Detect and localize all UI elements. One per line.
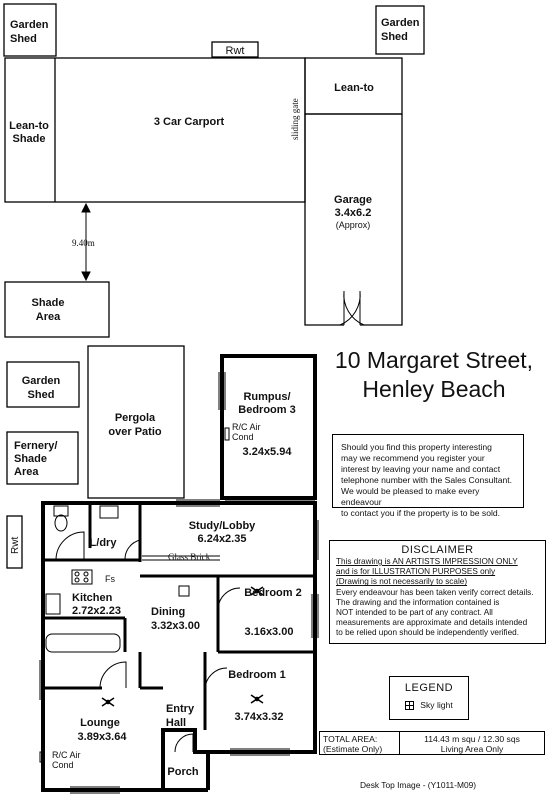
fan-bedroom1-icon: [250, 694, 264, 704]
disclaimer-line: This drawing is AN ARTISTS IMPRESSION ON…: [336, 557, 518, 566]
fs-label: Fs: [105, 574, 115, 584]
fan-lounge-icon: [101, 697, 115, 707]
house-outline: [41, 501, 317, 792]
address-line-2: Henley Beach: [362, 376, 506, 402]
total-area-box: TOTAL AREA: (Estimate Only) 114.43 m squ…: [319, 731, 545, 755]
rwt-side-outline: [6, 515, 23, 569]
property-address: 10 Margaret Street, Henley Beach: [318, 346, 550, 404]
disclaimer-line: to be relied upon should be independentl…: [336, 628, 519, 638]
garden-shed-right-outline: [375, 5, 425, 55]
lean-to-label: Lean-to: [334, 82, 374, 94]
info-line: interest by leaving your name and contac…: [341, 464, 501, 474]
info-line: We would be pleased to make every endeav…: [341, 486, 480, 507]
rc-air-rumpus-unit: [224, 427, 230, 441]
disclaimer-line: Every endeavour has been taken verify co…: [336, 587, 534, 597]
carport-label: 3 Car Carport: [154, 116, 225, 128]
sliding-gate-label: sliding gate: [290, 98, 300, 140]
fan-bedroom2-icon: [250, 586, 264, 596]
rc-air-lounge-unit: [39, 751, 45, 763]
address-line-1: 10 Margaret Street,: [334, 347, 534, 373]
info-line: may we recommend you register your: [341, 453, 485, 463]
skylight-icon: [405, 700, 415, 710]
total-label-line: (Estimate Only): [323, 744, 383, 754]
glass-brick-label: Glass Brick: [168, 552, 211, 562]
pergola-outline: [87, 345, 185, 499]
total-label-line: TOTAL AREA:: [323, 734, 378, 744]
rwt-top-label: Rwt: [226, 45, 245, 57]
carport-outline: [4, 57, 306, 203]
disclaimer-box: DISCLAIMER This drawing is AN ARTISTS IM…: [329, 540, 546, 644]
distance-label: 9.40m: [72, 238, 95, 248]
skylight-dining: [178, 585, 190, 597]
legend-box: LEGEND Sky light: [389, 676, 469, 720]
garage-outline: [304, 114, 403, 326]
total-value-line: 114.43 m squ / 12.30 sqs: [424, 734, 520, 744]
image-credit: Desk Top Image - (Y1011-M09): [360, 780, 477, 790]
legend-item-label: Sky light: [420, 700, 453, 710]
laundry-label: L/dry: [90, 537, 118, 549]
rwt-top-outline: [211, 41, 259, 58]
total-area-value: 114.43 m squ / 12.30 sqs Living Area Onl…: [400, 732, 544, 754]
legend-title: LEGEND: [404, 682, 454, 694]
bath: [45, 633, 121, 653]
info-line: telephone number with the Sales Consulta…: [341, 475, 513, 485]
rwt-side-label: Rwt: [10, 537, 21, 554]
total-area-label: TOTAL AREA: (Estimate Only): [320, 732, 400, 754]
stove: [71, 569, 93, 585]
interest-info-box: Should you find this property interestin…: [332, 434, 524, 518]
disclaimer-line: NOT intended to be part of any contract.…: [336, 608, 493, 618]
laundry-tub: [99, 505, 119, 519]
fernery-outline: [6, 431, 79, 485]
porch-label: Porch: [167, 766, 198, 778]
disclaimer-line: and is for ILLUSTRATION PURPOSES only: [336, 567, 496, 577]
garden-shed-left-outline: [3, 3, 57, 57]
kitchen-sink: [45, 593, 61, 615]
rumpus-outline: [220, 354, 317, 500]
toilet: [53, 505, 69, 517]
disclaimer-line: (Drawing is not necessarily to scale): [336, 577, 468, 587]
info-line: Should you find this property interestin…: [341, 442, 492, 452]
legend-item: Sky light: [390, 700, 468, 710]
disclaimer-line: measurements are approximate and details…: [336, 618, 528, 628]
info-line: to contact you if the property is to be …: [341, 508, 501, 518]
disclaimer-title: DISCLAIMER: [401, 544, 474, 556]
garden-shed-lower-outline: [6, 361, 80, 408]
shade-area-outline: [4, 281, 110, 338]
disclaimer-line: The drawing and the information containe…: [336, 597, 500, 607]
total-value-line: Living Area Only: [440, 744, 504, 754]
